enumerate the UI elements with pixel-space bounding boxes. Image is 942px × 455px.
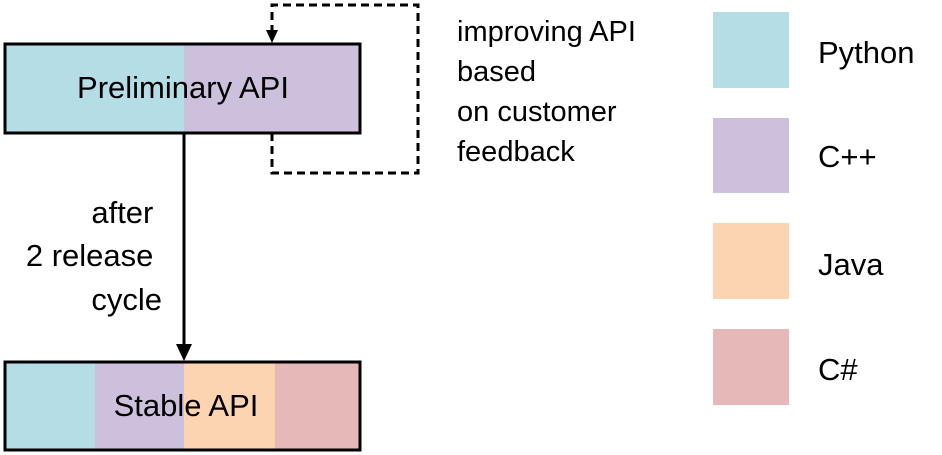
stable-api-box: Stable API xyxy=(3,360,362,452)
feedback-loop xyxy=(266,3,420,175)
feedback-loop-line xyxy=(270,3,420,175)
stable-api-label: Stable API xyxy=(114,388,259,423)
legend-swatch-java xyxy=(713,223,789,299)
preliminary-segment-python xyxy=(5,44,184,133)
preliminary-segment-cpp xyxy=(184,44,360,133)
legend-label-csharp: C# xyxy=(818,352,858,387)
feedback-line-2: based xyxy=(457,56,536,88)
preliminary-api-label: Preliminary API xyxy=(77,70,289,105)
legend: Python C++ Java C# xyxy=(713,12,915,405)
feedback-line-1: improving API xyxy=(457,16,636,48)
stable-segment-csharp xyxy=(275,362,360,450)
transition-line-1: after xyxy=(91,195,153,230)
stable-segment-cpp xyxy=(95,362,184,450)
feedback-line-3: on customer xyxy=(457,96,617,128)
legend-label-java: Java xyxy=(818,247,884,282)
legend-swatch-csharp xyxy=(713,329,789,405)
legend-swatch-python xyxy=(713,12,789,88)
feedback-text: improving API based on customer feedback xyxy=(457,16,644,168)
legend-label-cpp: C++ xyxy=(818,139,877,174)
feedback-line-4: feedback xyxy=(457,136,575,168)
stable-box-border xyxy=(3,360,362,452)
transition-line-3: cycle xyxy=(91,282,162,317)
stable-segment-python xyxy=(5,362,95,450)
stable-segment-java xyxy=(184,362,275,450)
feedback-arrowhead xyxy=(266,30,278,43)
legend-swatch-cpp xyxy=(713,118,789,193)
preliminary-api-box: Preliminary API xyxy=(3,42,362,135)
legend-label-python: Python xyxy=(818,35,915,70)
transition-arrowhead xyxy=(176,344,192,361)
transition-text: after 2 release cycle xyxy=(26,195,162,317)
release-transition-arrow xyxy=(176,133,192,361)
transition-line-2: 2 release xyxy=(26,238,154,273)
